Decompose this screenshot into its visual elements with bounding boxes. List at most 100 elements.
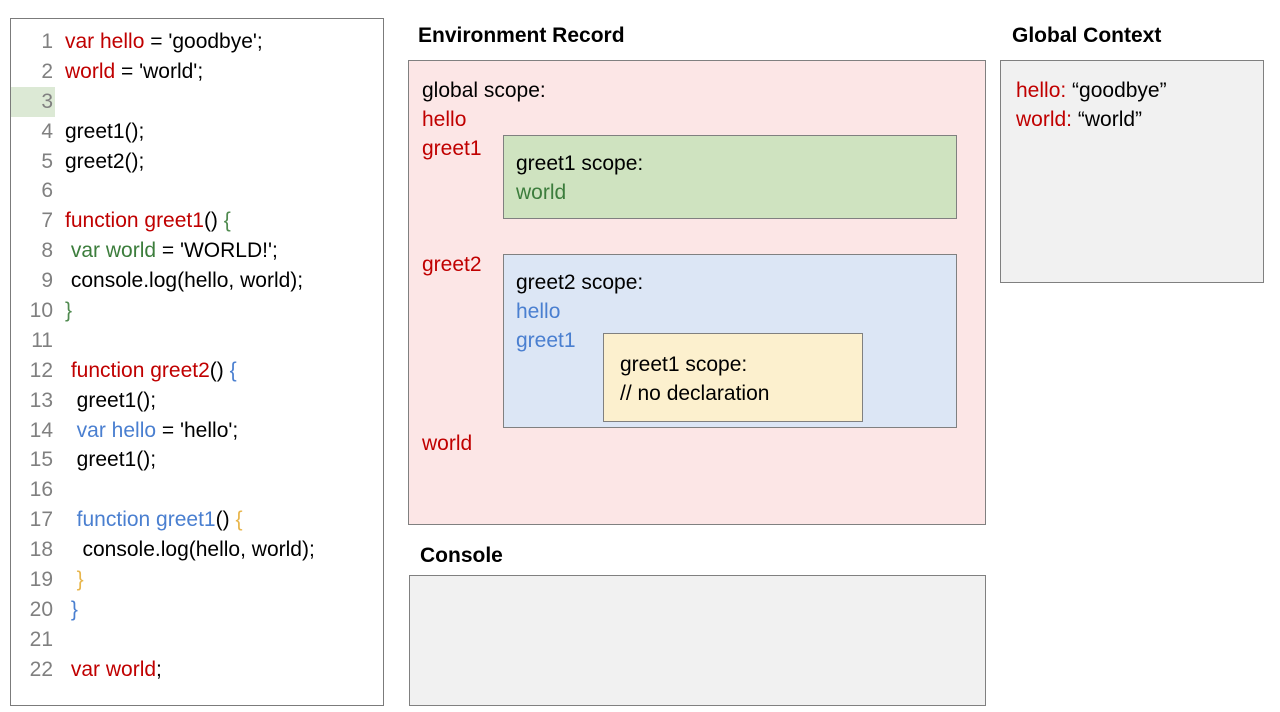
code-line[interactable]: 11 [11, 326, 383, 356]
greet2-scope-box: greet2 scope: hello greet1 greet1 scope:… [503, 254, 957, 428]
code-token: } [70, 597, 78, 621]
code-line-number: 11 [31, 328, 53, 352]
code-line-text: function greet2() { [55, 356, 237, 386]
code-line-number: 2 [41, 59, 53, 83]
code-token: var world [70, 657, 157, 681]
code-line-text: console.log(hello, world); [55, 266, 303, 296]
code-line-text: greet1(); [55, 445, 156, 475]
code-line[interactable]: 18 console.log(hello, world); [11, 535, 383, 565]
code-token: } [76, 568, 84, 592]
code-line-text: world = 'world'; [55, 57, 203, 87]
code-line-number: 22 [29, 657, 53, 681]
code-line[interactable]: 13 greet1(); [11, 386, 383, 416]
code-line-number: 14 [29, 418, 53, 442]
code-line-number: 8 [41, 239, 53, 263]
code-line-number: 4 [41, 119, 53, 143]
code-token [65, 508, 77, 531]
inner-greet1-scope-note: // no declaration [620, 382, 770, 405]
code-line-text: } [55, 296, 72, 326]
code-line[interactable]: 14 var hello = 'hello'; [11, 416, 383, 446]
code-token: { [229, 358, 237, 382]
environment-record-title: Environment Record [418, 24, 625, 47]
code-token: function greet2 [70, 358, 210, 382]
global-binding-hello: hello [422, 108, 467, 131]
greet1-scope-heading: greet1 scope: [516, 152, 644, 175]
code-token: greet2(); [65, 149, 145, 173]
code-line-number: 18 [29, 538, 53, 562]
code-line-number: 9 [41, 269, 53, 293]
code-line[interactable]: 12 function greet2() { [11, 356, 383, 386]
code-line-text: var world; [55, 655, 162, 685]
code-token: var world [70, 239, 157, 263]
global-context-entry-key: hello: [1016, 79, 1067, 102]
console-output-box[interactable] [409, 575, 986, 706]
code-line-number: 1 [41, 30, 53, 53]
greet2-scope-heading: greet2 scope: [516, 271, 644, 294]
code-token: function greet1 [65, 209, 204, 233]
global-binding-greet2: greet2 [422, 253, 482, 276]
code-token: world [65, 59, 116, 83]
greet1-scope-box: greet1 scope: world [503, 135, 957, 219]
code-line-number: 16 [29, 478, 53, 502]
code-token: console.log(hello, world); [65, 269, 304, 293]
code-token: = 'hello'; [156, 418, 239, 442]
code-line[interactable]: 10} [11, 296, 383, 326]
code-token: = 'world'; [115, 59, 204, 83]
global-context-entry: world: “world” [1016, 108, 1142, 132]
code-line-text: var world = 'WORLD!'; [55, 236, 278, 266]
code-token: greet1(); [65, 448, 157, 472]
global-scope-label: global scope: [422, 79, 546, 102]
code-token: () [203, 209, 224, 233]
code-token: = 'goodbye'; [144, 30, 263, 53]
code-line[interactable]: 5 greet2(); [11, 147, 383, 177]
code-line-text: var hello = 'goodbye'; [55, 27, 263, 57]
code-line-text: function greet1() { [55, 206, 231, 236]
console-title: Console [420, 544, 503, 567]
code-line-text: greet1(); [55, 386, 156, 416]
code-line[interactable]: 20 } [11, 595, 383, 625]
inner-greet1-scope-heading: greet1 scope: [620, 353, 748, 376]
code-token: () [215, 508, 236, 532]
code-line[interactable]: 9 console.log(hello, world); [11, 266, 383, 296]
code-token: var hello [76, 418, 157, 442]
code-line-number: 3 [11, 86, 55, 117]
environment-record-box: global scope: hello greet1 greet2 world … [408, 60, 986, 525]
code-line-text: console.log(hello, world); [55, 535, 315, 565]
code-line[interactable]: 17 function greet1() { [11, 505, 383, 535]
global-context-box: hello: “goodbye” world: “world” [1000, 60, 1264, 283]
code-line-text: greet2(); [55, 147, 144, 177]
code-line[interactable]: 8 var world = 'WORLD!'; [11, 236, 383, 266]
code-line-number: 10 [29, 299, 53, 323]
code-line-number: 17 [29, 508, 53, 532]
code-line[interactable]: 21 [11, 625, 383, 655]
code-line[interactable]: 19 } [11, 565, 383, 595]
code-token: ; [156, 657, 162, 681]
code-line[interactable]: 15 greet1(); [11, 445, 383, 475]
code-line[interactable]: 3 [11, 86, 383, 117]
global-context-entry-value: “goodbye” [1066, 79, 1167, 102]
code-token [65, 568, 77, 591]
code-token: } [65, 299, 73, 323]
code-line[interactable]: 6 [11, 176, 383, 206]
code-line-number: 21 [29, 627, 53, 651]
code-line-number: 15 [29, 448, 53, 472]
code-line-text: function greet1() { [55, 505, 243, 535]
code-token: = 'WORLD!'; [156, 239, 278, 263]
code-line-text: } [55, 595, 78, 625]
code-token: { [223, 209, 231, 233]
code-line-text: var hello = 'hello'; [55, 416, 239, 446]
greet1-scope-binding-world: world [516, 181, 567, 204]
inner-greet1-scope-box: greet1 scope: // no declaration [603, 333, 863, 422]
code-line[interactable]: 16 [11, 475, 383, 505]
code-token [65, 419, 77, 442]
code-line[interactable]: 22 var world; [11, 655, 383, 685]
code-token: console.log(hello, world); [65, 538, 315, 562]
code-line-number: 6 [41, 179, 53, 203]
code-line-number: 5 [41, 149, 53, 173]
